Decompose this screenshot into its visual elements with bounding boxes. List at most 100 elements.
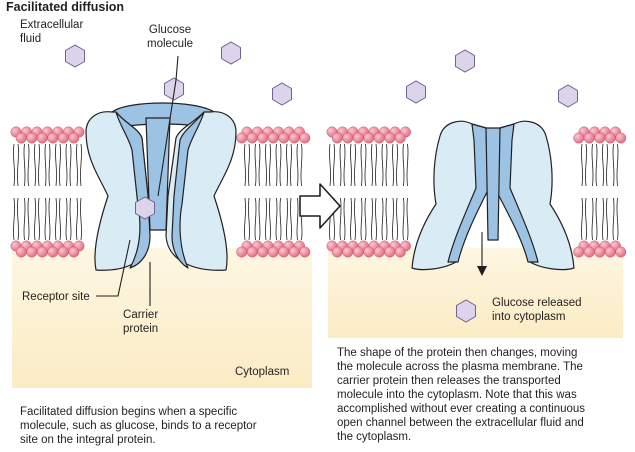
receptor-leader-line	[96, 239, 131, 297]
released-label-line2: into cytoplasm	[492, 311, 566, 323]
caption-right-line: molecule into the cytoplasm. Note that t…	[337, 389, 577, 401]
plasma-membrane-left	[10, 126, 311, 258]
lipid-head	[573, 246, 585, 258]
lipid-tail	[602, 143, 608, 187]
lipid-head	[342, 246, 354, 258]
caption-left-line: Facilitated diffusion begins when a spec…	[20, 406, 238, 418]
extracellular-label-line1: Extracellular	[20, 19, 84, 31]
lipid-head	[583, 246, 595, 258]
lipid-tail	[402, 197, 409, 241]
glucose-label-line2: molecule	[147, 38, 194, 50]
lipid-tail	[23, 143, 30, 187]
lipid-tail	[76, 143, 82, 187]
caption-left-line: site on the integral protein.	[20, 434, 156, 446]
lipid-tail	[254, 143, 261, 187]
lipid-tail	[286, 143, 292, 187]
lipid-tail	[275, 197, 282, 241]
caption-right-line: accomplished without ever creating a con…	[337, 403, 586, 415]
lipid-head	[57, 132, 69, 144]
released-label-line1: Glucose released	[492, 297, 582, 309]
lipid-head	[288, 246, 300, 258]
glucose-label-line1: Glucose	[148, 24, 192, 36]
lipid-tail	[392, 197, 398, 241]
lipid-tail	[34, 143, 40, 187]
lipid-tail	[286, 197, 292, 241]
lipid-tail	[23, 197, 30, 241]
lipid-tail	[339, 197, 346, 241]
lipid-head	[47, 132, 59, 144]
lipid-head	[363, 246, 375, 258]
lipid-tail	[329, 143, 335, 187]
lipid-head	[278, 246, 290, 258]
glucose-molecule	[65, 44, 85, 68]
lipid-head	[15, 132, 27, 144]
lipid-head	[384, 132, 396, 144]
lipid-head	[573, 132, 585, 144]
glucose-molecule-label: Glucose molecule	[147, 23, 193, 51]
lipid-tail	[381, 197, 388, 241]
lipid-head	[246, 246, 258, 258]
glucose-molecule	[455, 49, 475, 73]
lipid-head	[604, 132, 616, 144]
carrier-label-line2: protein	[123, 323, 159, 335]
caption-right: The shape of the protein then changes, m…	[337, 346, 585, 444]
lipid-head	[394, 132, 406, 144]
lipid-tail	[65, 143, 72, 187]
transition-arrow	[299, 183, 341, 229]
lipid-tail	[392, 143, 398, 187]
lipid-head	[15, 246, 27, 258]
lipid-head	[257, 246, 269, 258]
lipid-head	[267, 246, 279, 258]
caption-right-line: carrier protein then releases the transp…	[337, 375, 561, 387]
lipid-head	[331, 246, 343, 258]
lipid-head	[352, 132, 364, 144]
lipid-head	[373, 132, 385, 144]
lipid-head	[604, 246, 616, 258]
lipid-head	[26, 132, 38, 144]
lipid-tail	[581, 143, 587, 187]
carrier-label-line1: Carrier	[123, 309, 159, 321]
glucose-molecule	[406, 80, 426, 104]
lipid-head	[68, 246, 80, 258]
plasma-membrane-right	[326, 126, 627, 258]
lipid-tail	[265, 197, 271, 241]
lipid-head	[615, 246, 627, 258]
lipid-tail	[44, 143, 51, 187]
lipid-head	[236, 132, 248, 144]
lipid-head	[583, 132, 595, 144]
lipid-tail	[34, 197, 40, 241]
lipid-head	[236, 246, 248, 258]
lipid-head	[36, 132, 48, 144]
lipid-tail	[13, 197, 19, 241]
lipid-tail	[76, 197, 82, 241]
lipid-tail	[254, 197, 261, 241]
lipid-tail	[602, 197, 608, 241]
lipid-head	[384, 246, 396, 258]
glucose-molecules	[65, 41, 578, 323]
receptor-site-label: Receptor site	[22, 291, 90, 303]
lipid-head	[331, 132, 343, 144]
lipid-tail	[350, 197, 356, 241]
lipid-tail	[591, 197, 598, 241]
glucose-molecule	[456, 299, 476, 323]
glucose-molecule	[558, 84, 578, 108]
cytoplasm-region-right	[328, 248, 623, 338]
caption-left-line: molecule, such as glucose, binds to a re…	[20, 420, 257, 432]
lipid-tail	[55, 143, 61, 187]
lipid-tail	[275, 143, 282, 187]
caption-right-line: the molecule across the plasma membrane.…	[337, 361, 583, 373]
lipid-head	[394, 246, 406, 258]
lipid-head	[363, 132, 375, 144]
caption-right-line: open channel between the extracellular f…	[337, 417, 584, 429]
glucose-molecule	[221, 41, 241, 65]
lipid-tail	[244, 197, 250, 241]
lipid-tail	[612, 143, 619, 187]
caption-left: Facilitated diffusion begins when a spec…	[20, 405, 257, 447]
lipid-tail	[65, 197, 72, 241]
lipid-tail	[381, 143, 388, 187]
lipid-head	[352, 246, 364, 258]
lipid-head	[47, 246, 59, 258]
lipid-tail	[296, 143, 303, 187]
lipid-head	[246, 132, 258, 144]
